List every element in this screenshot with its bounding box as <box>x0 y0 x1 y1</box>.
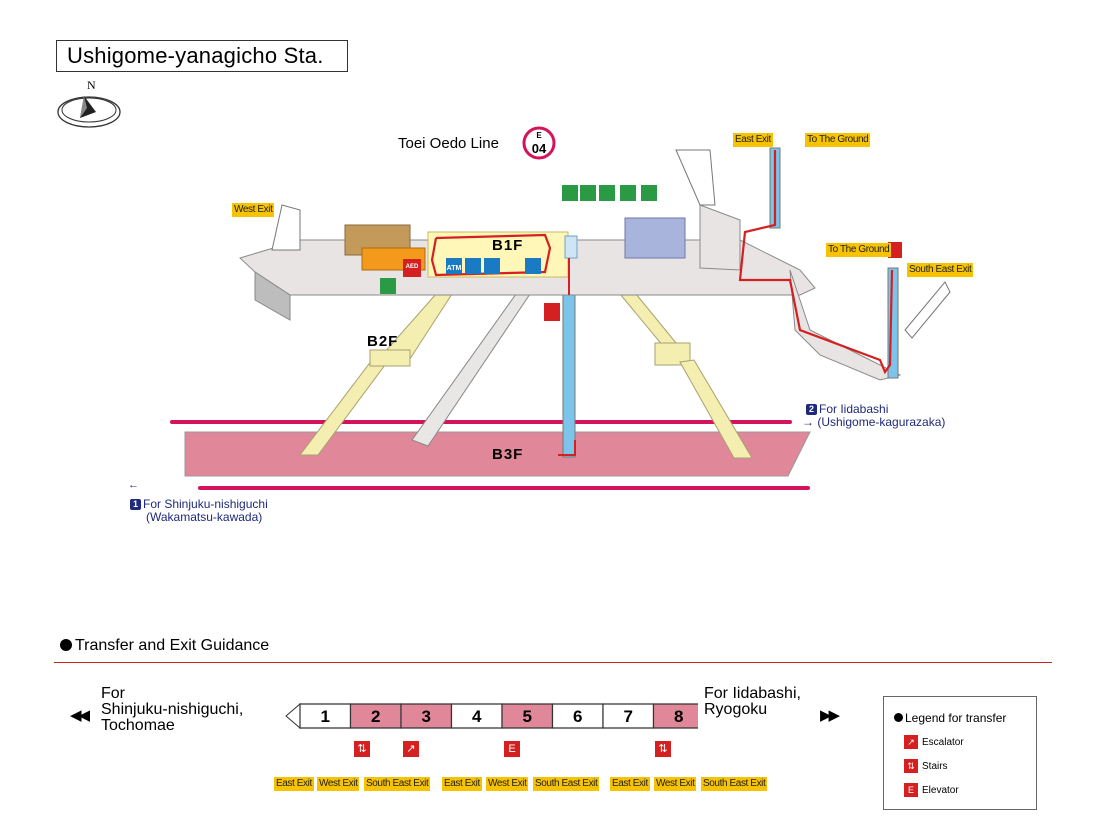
car2-tag-west-exit: West Exit <box>317 777 360 791</box>
elevator-shaft-center <box>562 294 576 458</box>
direction-2-line2: (Ushigome-kagurazaka) <box>817 415 946 429</box>
aed-icon: AED <box>403 259 421 277</box>
bullet-icon <box>894 713 903 722</box>
legend-title: Legend for transfer <box>894 711 1006 725</box>
train-car-number-1: 1 <box>321 707 330 726</box>
direction-arrow-left: ← <box>128 479 139 491</box>
train-car-8 <box>652 703 698 729</box>
floor-label-b3f: B3F <box>492 446 523 463</box>
right-double-arrow-icon: ▶▶ <box>820 707 840 724</box>
floor-label-b2f: B2F <box>367 333 398 350</box>
train-cars-bar: 1 2 3 4 5 6 7 8 <box>285 702 698 730</box>
right-terminal-line1: For Iidabashi, <box>704 685 801 702</box>
car8-tag-west-exit: West Exit <box>654 777 697 791</box>
coin-locker-icon <box>380 278 396 294</box>
station-title: Ushigome-yanagicho Sta. <box>56 40 348 72</box>
elevator-shaft-southeast <box>887 267 899 379</box>
car3-tag-south-east-exit: South East Exit <box>364 777 431 791</box>
legend-elevator-label: Elevator <box>922 785 959 796</box>
direction-2-badge: 2 <box>806 404 817 415</box>
b2f-landing-left <box>369 349 411 367</box>
guidance-divider <box>54 662 1052 663</box>
legend-escalator-label: Escalator <box>922 737 964 748</box>
map-tag-to-ground-top: To The Ground <box>805 133 871 147</box>
car8-stairs-icon: ⇅ <box>655 741 671 757</box>
train-car-number-2: 2 <box>371 707 380 726</box>
east-corridor <box>699 204 741 271</box>
car5-tag-west-exit: West Exit <box>486 777 529 791</box>
station-map: Toei Oedo Line E 04 ATM <box>170 126 951 490</box>
service-icons: ATM <box>446 258 541 274</box>
car3-escalator-icon: ↗ <box>403 741 419 757</box>
stairs-east-exit <box>675 149 716 206</box>
stairs-southeast-exit <box>904 281 951 339</box>
b2f-landing-right <box>654 342 691 366</box>
map-tag-to-ground-right: To The Ground <box>826 243 892 257</box>
atm-icon: ATM <box>447 265 462 272</box>
car8-tag-south-east-exit: South East Exit <box>701 777 768 791</box>
stairs-west-exit <box>271 204 301 251</box>
train-car-number-8: 8 <box>674 707 683 726</box>
station-code-letter: E <box>536 131 542 140</box>
stairs-b2-b3-right <box>679 359 753 459</box>
car5-tag-east-exit: East Exit <box>442 777 482 791</box>
direction-1-line2: (Wakamatsu-kawada) <box>146 510 263 524</box>
train-car-number-7: 7 <box>624 707 633 726</box>
guidance-title: Transfer and Exit Guidance <box>60 637 269 655</box>
left-terminal-line1: For <box>101 685 125 702</box>
elevator-icon: E <box>904 783 918 797</box>
route-elevator-east <box>738 150 894 375</box>
train-car-number-6: 6 <box>573 707 582 726</box>
map-tag-south-east-exit: South East Exit <box>907 263 974 277</box>
direction-1-line1: For Shinjuku-nishiguchi <box>143 497 268 511</box>
compass-north-label: N <box>87 78 96 92</box>
station-office <box>624 217 686 259</box>
map-tag-east-exit: East Exit <box>733 133 773 147</box>
left-terminal-line3: Tochomae <box>101 717 175 734</box>
toilet-icons <box>562 185 657 201</box>
car2-stairs-icon: ⇅ <box>354 741 370 757</box>
right-terminal: For Iidabashi, Ryogoku <box>704 686 801 718</box>
train-car-number-4: 4 <box>472 707 482 726</box>
legend-box: Legend for transfer ↗ Escalator ⇅ Stairs… <box>883 696 1037 810</box>
elevator-icon-ground <box>888 242 902 258</box>
right-terminal-line2: Ryogoku <box>704 701 768 718</box>
route-elevator-b1 <box>430 233 552 277</box>
concourse-west-wall <box>254 271 291 321</box>
stairs-icon: ⇅ <box>904 759 918 773</box>
train-car-number-3: 3 <box>422 707 431 726</box>
route-elevator-b3 <box>558 440 576 456</box>
line-name: Toei Oedo Line <box>398 135 499 152</box>
left-terminal: For Shinjuku-nishiguchi, Tochomae <box>101 686 243 734</box>
car8-tag-east-exit: East Exit <box>610 777 650 791</box>
legend-stairs-label: Stairs <box>922 761 948 772</box>
car5-tag-south-east-exit: South East Exit <box>533 777 600 791</box>
station-code-badge: E 04 <box>522 126 556 160</box>
train-end-left <box>285 702 301 730</box>
bullet-icon <box>60 639 72 651</box>
elevator-icon-b1 <box>544 303 560 321</box>
car5-elevator-icon: E <box>504 741 520 757</box>
left-double-arrow-icon: ◀◀ <box>70 707 90 724</box>
escalator-icon: ↗ <box>904 735 918 749</box>
station-code-number: 04 <box>532 141 547 156</box>
legend-title-text: Legend for transfer <box>905 711 1007 725</box>
compass-icon: N <box>57 78 121 128</box>
guidance-title-text: Transfer and Exit Guidance <box>75 637 270 654</box>
svg-text:AED: AED <box>406 264 419 270</box>
platform-b3f <box>184 431 811 477</box>
direction-1-badge: 1 <box>130 499 141 510</box>
train-car-number-5: 5 <box>523 707 532 726</box>
car2-tag-east-exit: East Exit <box>274 777 314 791</box>
left-terminal-line2: Shinjuku-nishiguchi, <box>101 701 244 718</box>
paid-area-pillar <box>564 235 578 259</box>
direction-2-line1: For Iidabashi <box>819 402 889 416</box>
map-tag-west-exit: West Exit <box>232 203 275 217</box>
floor-label-b1f: B1F <box>492 237 523 254</box>
